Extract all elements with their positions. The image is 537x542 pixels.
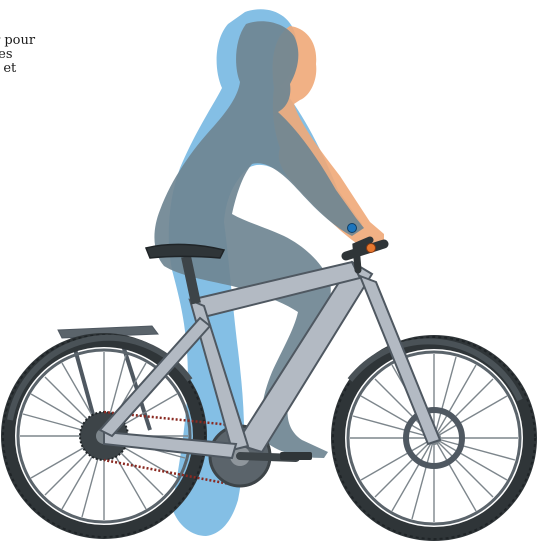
grip-marker-blue-icon bbox=[348, 224, 357, 233]
grip-marker-orange-icon bbox=[367, 244, 376, 253]
pedal bbox=[280, 452, 312, 460]
handlebar bbox=[346, 244, 384, 256]
